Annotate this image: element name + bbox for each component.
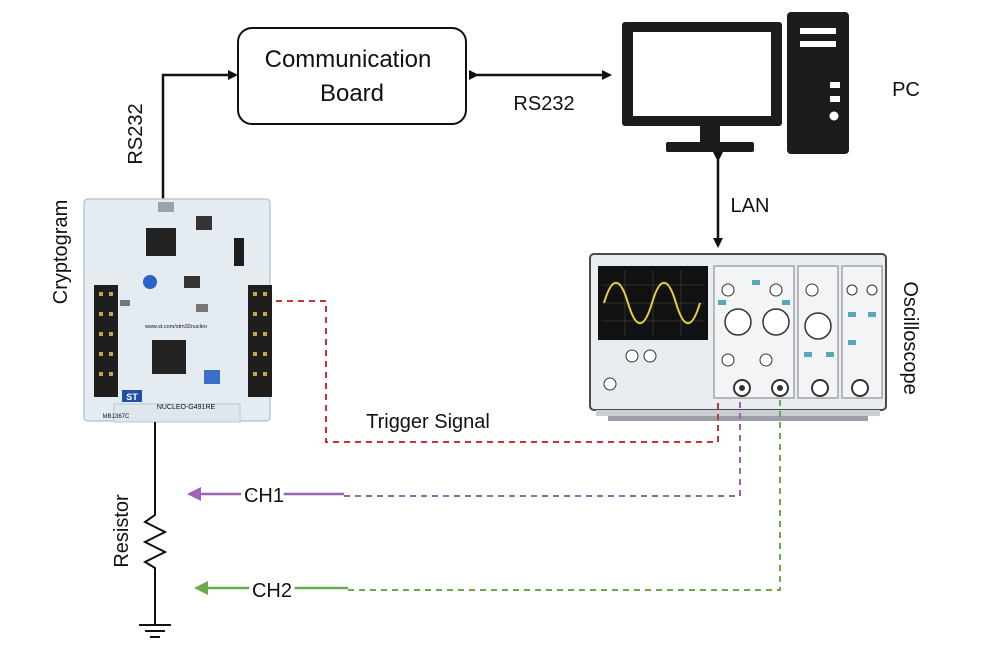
board-model: NUCLEO-G491RE [157,404,216,411]
communication-board-label-line2: Board [320,80,384,107]
resistor-symbol [142,500,168,625]
cryptogram-label: Cryptogram [50,200,72,304]
pc-label: PC [892,79,920,101]
communication-board-label-line1: Communication [265,46,432,73]
nucleo-board-icon: ST www.st.com/stm32nucleo NUCLEO-G491RE … [83,198,272,423]
monitor-icon [622,22,782,152]
board-part: MB1367C [103,414,130,420]
trigger-signal-label: Trigger Signal [366,411,490,433]
ch1-probe-line [344,400,741,497]
lan-label: LAN [731,195,770,217]
rs232-link-board [161,70,238,200]
ch1-label: CH1 [244,485,284,507]
trigger-signal-line [276,300,719,443]
oscilloscope-label: Oscilloscope [899,281,921,394]
rs232-top-label: RS232 [513,93,574,115]
board-url: www.st.com/stm32nucleo [144,324,207,330]
rs232-left-label: RS232 [125,103,147,164]
board-brand: ST [126,392,138,402]
communication-board-box [237,27,467,125]
resistor-label: Resistor [111,494,133,568]
ground-icon [139,624,171,638]
ch2-probe-line [348,400,781,591]
ch2-label: CH2 [252,580,292,602]
pc-tower-icon [787,12,849,154]
communication-board-node: Communication Board [237,27,467,125]
oscilloscope-icon [589,253,887,421]
